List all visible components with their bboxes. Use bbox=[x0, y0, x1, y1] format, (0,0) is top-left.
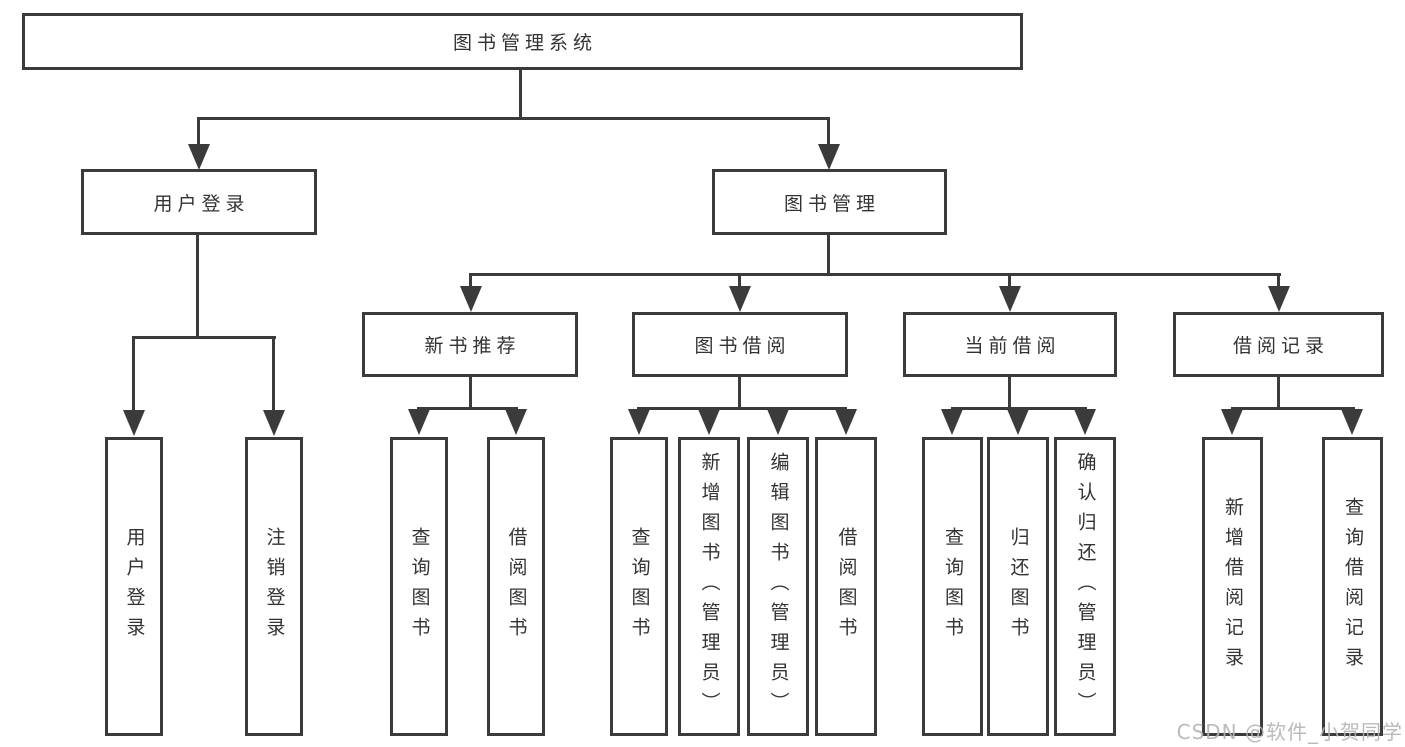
node-borrow-records-label: 借阅记录 bbox=[1232, 335, 1329, 357]
connector-line bbox=[417, 407, 518, 410]
arrow-down-icon bbox=[941, 409, 963, 435]
node-leaf-query-borrow-record-label: 查询借阅记录 bbox=[1342, 496, 1364, 677]
node-leaf-query-borrow-record: 查询借阅记录 bbox=[1322, 437, 1383, 736]
node-leaf-user-login-label: 用户登录 bbox=[123, 526, 146, 647]
node-book-management: 图书管理 bbox=[712, 169, 947, 235]
node-leaf-logout-label: 注销登录 bbox=[263, 526, 286, 647]
node-leaf-return-books: 归还图书 bbox=[987, 437, 1049, 736]
node-library-system-label: 图书管理系统 bbox=[452, 32, 597, 54]
arrow-down-icon bbox=[1341, 409, 1363, 435]
node-borrow-records: 借阅记录 bbox=[1173, 312, 1384, 377]
connector-line bbox=[738, 375, 741, 409]
node-new-book-recommend: 新书推荐 bbox=[362, 312, 578, 377]
node-current-borrow-label: 当前借阅 bbox=[964, 335, 1061, 357]
arrow-down-icon bbox=[123, 410, 145, 436]
node-leaf-borrow-books-recommend-label: 借阅图书 bbox=[505, 526, 528, 647]
node-leaf-query-books-borrow: 查询图书 bbox=[610, 437, 668, 736]
arrow-down-icon bbox=[835, 409, 857, 435]
connector-line bbox=[951, 407, 1087, 410]
node-leaf-logout: 注销登录 bbox=[245, 437, 303, 736]
node-leaf-borrow-books: 借阅图书 bbox=[815, 437, 877, 736]
node-book-management-label: 图书管理 bbox=[783, 192, 880, 215]
connector-line bbox=[132, 336, 276, 339]
node-leaf-confirm-return-admin-label: 确认归还（管理员） bbox=[1074, 451, 1097, 722]
arrow-down-icon bbox=[408, 409, 430, 435]
connector-line bbox=[519, 69, 522, 120]
arrow-down-icon bbox=[505, 409, 527, 435]
node-leaf-return-books-label: 归还图书 bbox=[1007, 526, 1030, 647]
node-leaf-add-books-admin: 新增图书（管理员） bbox=[678, 437, 740, 736]
node-leaf-add-books-admin-label: 新增图书（管理员） bbox=[698, 451, 721, 722]
node-book-borrow-label: 图书借阅 bbox=[694, 335, 791, 357]
node-leaf-user-login: 用户登录 bbox=[105, 437, 163, 736]
connector-line bbox=[827, 234, 830, 275]
node-library-system: 图书管理系统 bbox=[22, 13, 1023, 70]
connector-line bbox=[272, 336, 275, 412]
arrow-down-icon bbox=[698, 409, 720, 435]
connector-line bbox=[132, 336, 135, 412]
node-user-login-label: 用户登录 bbox=[153, 192, 250, 215]
connector-line bbox=[1277, 273, 1280, 289]
arrow-down-icon bbox=[263, 410, 285, 436]
connector-line bbox=[738, 273, 741, 289]
node-leaf-query-books-borrow-label: 查询图书 bbox=[628, 526, 651, 647]
node-leaf-add-borrow-record-label: 新增借阅记录 bbox=[1222, 496, 1244, 677]
node-book-borrow: 图书借阅 bbox=[632, 312, 848, 377]
connector-line bbox=[1277, 375, 1280, 409]
arrow-down-icon bbox=[188, 144, 210, 170]
arrow-down-icon bbox=[1221, 409, 1243, 435]
connector-line bbox=[469, 273, 1281, 276]
node-new-book-recommend-label: 新书推荐 bbox=[424, 335, 521, 357]
connector-line bbox=[1231, 407, 1355, 410]
node-leaf-query-books-recommend-label: 查询图书 bbox=[408, 526, 431, 647]
node-leaf-query-books-current: 查询图书 bbox=[922, 437, 983, 736]
watermark: CSDN @软件_小贺同学 bbox=[1176, 720, 1403, 744]
connector-line bbox=[196, 234, 199, 338]
arrow-down-icon bbox=[999, 286, 1021, 312]
node-leaf-edit-books-admin: 编辑图书（管理员） bbox=[747, 437, 809, 736]
connector-line bbox=[1008, 273, 1011, 289]
connector-line bbox=[469, 375, 472, 409]
arrow-down-icon bbox=[460, 286, 482, 312]
arrow-down-icon bbox=[1268, 286, 1290, 312]
node-current-borrow: 当前借阅 bbox=[903, 312, 1117, 377]
node-leaf-query-books-recommend: 查询图书 bbox=[390, 437, 448, 736]
connector-line bbox=[197, 117, 200, 147]
connector-line bbox=[637, 407, 847, 410]
node-leaf-query-books-current-label: 查询图书 bbox=[942, 526, 964, 647]
arrow-down-icon bbox=[1007, 409, 1029, 435]
arrow-down-icon bbox=[729, 286, 751, 312]
node-leaf-confirm-return-admin: 确认归还（管理员） bbox=[1054, 437, 1116, 736]
node-user-login: 用户登录 bbox=[81, 169, 317, 235]
connector-line bbox=[827, 117, 830, 147]
connector-line bbox=[197, 117, 830, 120]
arrow-down-icon bbox=[818, 144, 840, 170]
node-leaf-add-borrow-record: 新增借阅记录 bbox=[1202, 437, 1263, 736]
connector-line bbox=[469, 273, 472, 289]
connector-line bbox=[1008, 375, 1011, 409]
node-leaf-borrow-books-recommend: 借阅图书 bbox=[487, 437, 545, 736]
arrow-down-icon bbox=[767, 409, 789, 435]
node-leaf-edit-books-admin-label: 编辑图书（管理员） bbox=[767, 451, 790, 722]
arrow-down-icon bbox=[1074, 409, 1096, 435]
arrow-down-icon bbox=[628, 409, 650, 435]
node-leaf-borrow-books-label: 借阅图书 bbox=[835, 526, 858, 647]
